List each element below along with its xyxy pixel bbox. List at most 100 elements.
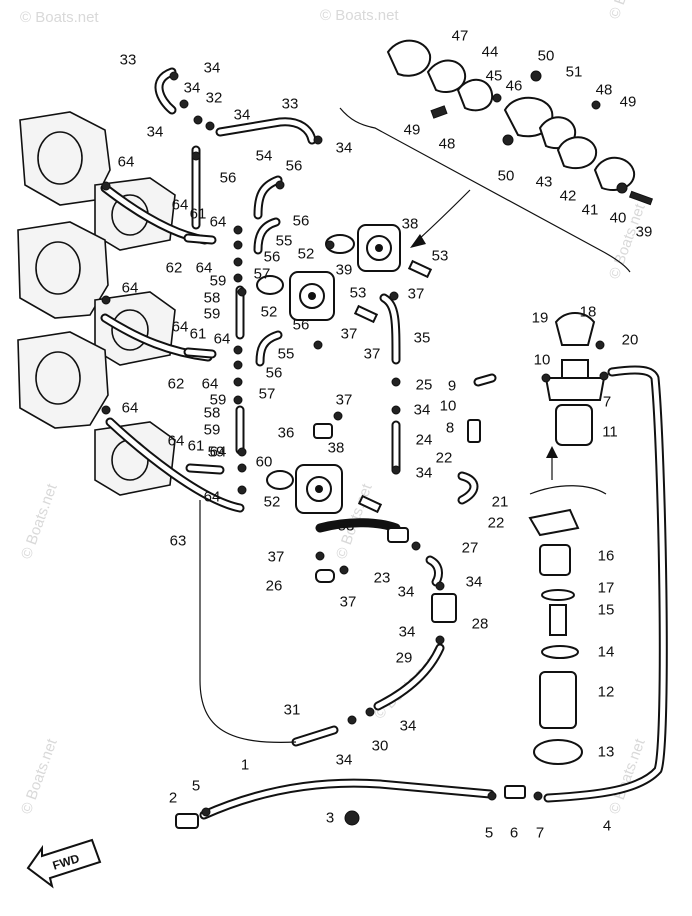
callout-3: 3 — [326, 810, 334, 827]
watermark: © Boats.net — [20, 9, 99, 26]
callout-56: 56 — [293, 213, 310, 230]
callout-4: 4 — [603, 818, 611, 835]
callout-34: 34 — [398, 584, 415, 601]
fuel-filter-11 — [544, 312, 606, 446]
hose-clamp — [237, 447, 247, 457]
callout-50: 50 — [538, 48, 555, 65]
fittings — [175, 259, 526, 829]
hose-clamps — [101, 71, 609, 817]
callout-64: 64 — [196, 260, 213, 277]
callout-52: 52 — [298, 246, 315, 263]
hose-clamp — [389, 291, 399, 301]
callout-60: 60 — [256, 454, 273, 471]
hose-clamp — [233, 345, 243, 355]
callout-21: 21 — [492, 494, 509, 511]
hose-clamp — [435, 581, 445, 591]
callout-35: 35 — [414, 330, 431, 347]
callout-64: 64 — [202, 376, 219, 393]
callout-33: 33 — [282, 96, 299, 113]
callout-49: 49 — [404, 122, 421, 139]
callout-38: 38 — [402, 216, 419, 233]
callout-54: 54 — [256, 148, 273, 165]
callout-61: 61 — [188, 438, 205, 455]
callout-57: 57 — [254, 266, 271, 283]
callout-40: 40 — [610, 210, 627, 227]
callout-26: 26 — [266, 578, 283, 595]
callout-64: 64 — [204, 489, 221, 506]
watermark: © Boats.net — [18, 481, 61, 561]
callout-37: 37 — [268, 549, 285, 566]
callout-64: 64 — [118, 154, 135, 171]
callout-37: 37 — [341, 326, 358, 343]
callout-48: 48 — [439, 136, 456, 153]
hose-clamp — [205, 121, 215, 131]
hose-clamp — [313, 135, 323, 145]
callout-8: 8 — [446, 420, 454, 437]
callout-34: 34 — [400, 718, 417, 735]
callout-29: 29 — [396, 650, 413, 667]
detail-bracket — [339, 107, 631, 273]
callout-5: 5 — [192, 778, 200, 795]
callout-56: 56 — [266, 365, 283, 382]
callout-45: 45 — [486, 68, 503, 85]
callout-46: 46 — [506, 78, 523, 95]
callout-59: 59 — [204, 422, 221, 439]
fuel-pump-38-top — [357, 224, 401, 272]
callout-34: 34 — [399, 624, 416, 641]
fwd-arrow: FWD — [26, 838, 102, 889]
callout-5: 5 — [485, 825, 493, 842]
callout-51: 51 — [566, 64, 583, 81]
callout-64: 64 — [210, 444, 227, 461]
callout-37: 37 — [336, 392, 353, 409]
callout-50: 50 — [498, 168, 515, 185]
callout-64: 64 — [168, 433, 185, 450]
callout-20: 20 — [622, 332, 639, 349]
callout-61: 61 — [190, 326, 207, 343]
callout-55: 55 — [278, 346, 295, 363]
callout-37: 37 — [364, 346, 381, 363]
callout-42: 42 — [560, 188, 577, 205]
callout-41: 41 — [582, 202, 599, 219]
hose-clamp — [101, 295, 111, 305]
hose-clamp — [169, 71, 179, 81]
filter-arrowhead — [546, 446, 558, 458]
filter-bracket — [529, 485, 607, 495]
callout-64: 64 — [210, 214, 227, 231]
callout-1: 1 — [241, 757, 249, 774]
hose-clamp — [233, 377, 243, 387]
detail-arrowhead — [410, 234, 426, 248]
callout-25: 25 — [416, 377, 433, 394]
callout-30: 30 — [372, 738, 389, 755]
callout-58: 58 — [204, 290, 221, 307]
callout-34: 34 — [466, 574, 483, 591]
callout-24: 24 — [416, 432, 433, 449]
callout-56: 56 — [293, 317, 310, 334]
hose-clamp — [365, 707, 375, 717]
hose-clamp — [237, 463, 247, 473]
callout-53: 53 — [338, 518, 355, 535]
hose-clamp — [391, 465, 401, 475]
callout-59: 59 — [210, 273, 227, 290]
callout-32: 32 — [206, 90, 223, 107]
hose-clamp — [101, 405, 111, 415]
hose-clamp — [325, 240, 335, 250]
callout-11: 11 — [602, 424, 618, 441]
hose-clamp — [391, 377, 401, 387]
hose-clamp — [435, 635, 445, 645]
callout-56: 56 — [220, 170, 237, 187]
callout-34: 34 — [147, 124, 164, 141]
callout-2: 2 — [169, 790, 177, 807]
callout-34: 34 — [184, 80, 201, 97]
callout-34: 34 — [204, 60, 221, 77]
hose-clamp — [233, 273, 243, 283]
pump-gaskets — [256, 234, 355, 490]
callout-22: 22 — [436, 450, 453, 467]
callout-62: 62 — [166, 260, 183, 277]
hose-clamp — [339, 565, 349, 575]
fuel-pump-39-middle — [289, 271, 335, 321]
callout-61: 61 — [190, 206, 207, 223]
callout-53: 53 — [432, 248, 449, 265]
hose-clamp — [275, 180, 285, 190]
